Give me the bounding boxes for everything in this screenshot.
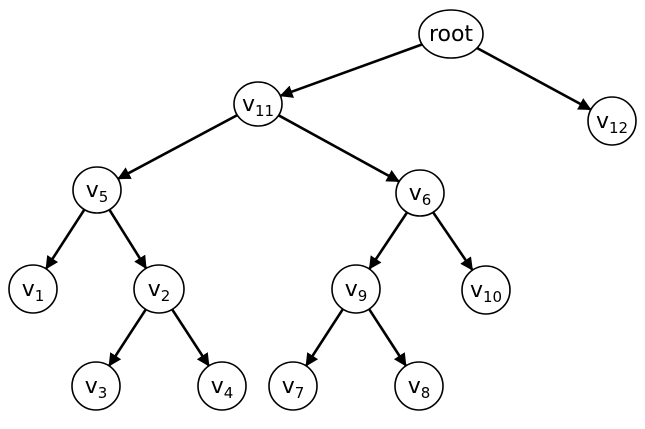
node-label-subscript: 10 xyxy=(483,288,502,306)
node-label-v5: v5 xyxy=(86,178,109,206)
node-label-v12: v12 xyxy=(596,109,628,137)
node-v9: v9 xyxy=(331,264,381,314)
node-label-main: v xyxy=(596,109,609,134)
edge-v11-to-v6 xyxy=(277,114,400,183)
edges-layer xyxy=(45,43,592,367)
node-circle-v3 xyxy=(71,361,121,411)
node-label-main: v xyxy=(282,374,295,399)
node-v7: v7 xyxy=(268,361,318,411)
edge-v6-to-v9 xyxy=(368,211,409,270)
node-label-subscript: 2 xyxy=(161,287,171,305)
node-circle-v8 xyxy=(394,361,444,411)
node-v4: v4 xyxy=(197,361,247,411)
node-circle-v11 xyxy=(233,81,283,127)
edge-root-to-v11 xyxy=(279,43,423,98)
node-label-subscript: 11 xyxy=(255,102,274,120)
node-v5: v5 xyxy=(72,166,122,214)
edge-v9-to-v7 xyxy=(305,308,344,367)
node-v2: v2 xyxy=(133,264,185,314)
node-label-main: v xyxy=(470,278,483,303)
node-label-main: v xyxy=(85,374,98,399)
node-circle-v2 xyxy=(133,264,185,314)
node-circle-v10 xyxy=(461,265,511,315)
node-circle-v7 xyxy=(268,361,318,411)
node-circle-v12 xyxy=(587,96,637,146)
node-label-v8: v8 xyxy=(408,374,431,402)
node-label-subscript: 7 xyxy=(295,384,305,402)
node-label-v9: v9 xyxy=(345,277,368,305)
node-label-v11: v11 xyxy=(242,92,274,120)
edge-v11-to-v5 xyxy=(117,113,238,180)
node-label-main: v xyxy=(22,277,35,302)
node-circle-v5 xyxy=(72,166,122,214)
node-root: root xyxy=(418,9,484,59)
node-label-v4: v4 xyxy=(211,374,234,402)
edge-v9-to-v8 xyxy=(368,308,407,367)
node-v12: v12 xyxy=(587,96,637,146)
edge-v5-to-v2 xyxy=(108,209,148,270)
node-v6: v6 xyxy=(395,169,445,217)
node-label-main: v xyxy=(148,277,161,302)
node-label-main: v xyxy=(409,181,422,206)
node-label-v1: v1 xyxy=(22,277,45,305)
node-v1: v1 xyxy=(8,264,58,314)
edge-v2-to-v3 xyxy=(108,308,147,367)
node-label-main: v xyxy=(408,374,421,399)
node-label-v6: v6 xyxy=(409,181,432,209)
node-v3: v3 xyxy=(71,361,121,411)
node-label-main: v xyxy=(345,277,358,302)
edge-root-to-v12 xyxy=(476,46,592,111)
node-circle-v1 xyxy=(8,264,58,314)
node-circle-root xyxy=(418,9,484,59)
edge-v5-to-v1 xyxy=(45,208,86,270)
node-label-subscript: 8 xyxy=(421,384,431,402)
node-label-subscript: 1 xyxy=(35,287,45,305)
node-label-main: v xyxy=(86,178,99,203)
node-label-v2: v2 xyxy=(148,277,171,305)
node-label-v7: v7 xyxy=(282,374,305,402)
node-label-main: root xyxy=(429,22,473,47)
node-label-subscript: 6 xyxy=(422,191,432,209)
edge-v6-to-v10 xyxy=(432,211,474,271)
node-label-v3: v3 xyxy=(85,374,108,402)
node-label-subscript: 5 xyxy=(99,188,109,206)
node-circle-v6 xyxy=(395,169,445,217)
node-label-v10: v10 xyxy=(470,278,502,306)
node-label-subscript: 4 xyxy=(224,384,234,402)
node-label-main: v xyxy=(242,92,255,117)
node-v10: v10 xyxy=(461,265,511,315)
node-label-subscript: 3 xyxy=(98,384,108,402)
node-label-subscript: 9 xyxy=(358,287,368,305)
node-circle-v4 xyxy=(197,361,247,411)
edge-v2-to-v4 xyxy=(171,308,210,367)
node-v11: v11 xyxy=(233,81,283,127)
node-label-main: v xyxy=(211,374,224,399)
node-label-subscript: 12 xyxy=(609,119,628,137)
node-label-root: root xyxy=(429,22,473,47)
node-v8: v8 xyxy=(394,361,444,411)
node-circle-v9 xyxy=(331,264,381,314)
